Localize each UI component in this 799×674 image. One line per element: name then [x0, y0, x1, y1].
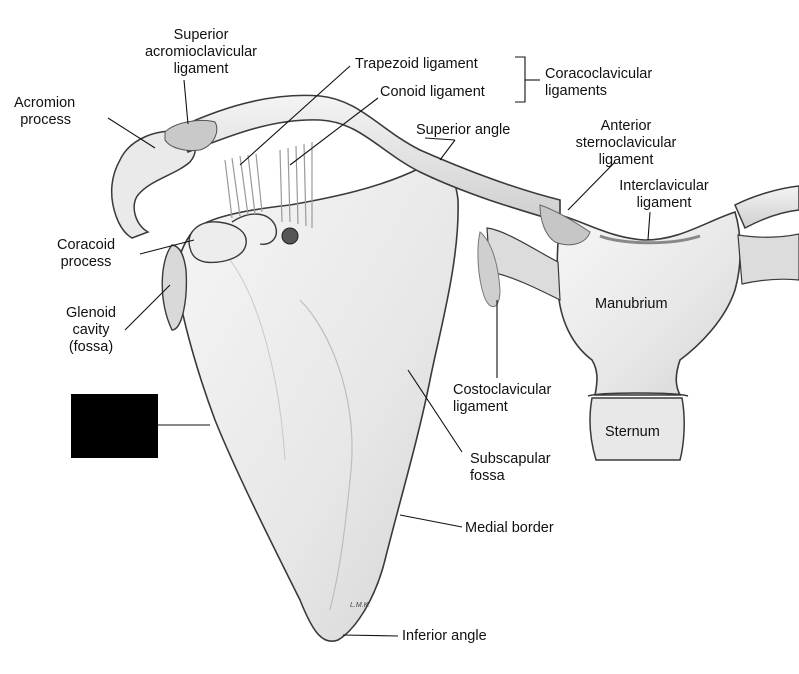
label-trapezoid-ligament: Trapezoid ligament: [355, 56, 478, 72]
artist-signature: L.M.K.: [350, 602, 371, 609]
label-conoid-ligament: Conoid ligament: [380, 84, 485, 100]
label-sternum: Sternum: [605, 424, 660, 440]
label-manubrium: Manubrium: [595, 296, 668, 312]
label-inferior-angle: Inferior angle: [402, 628, 487, 644]
label-costoclavicular-ligament: Costoclavicular ligament: [453, 382, 552, 415]
label-superior-angle: Superior angle: [416, 122, 511, 138]
label-coracoclavicular-ligaments: Coracoclavicular ligaments: [545, 66, 653, 99]
label-subscapular-fossa: Subscapular fossa: [470, 451, 551, 484]
coracoclavicular-ligament-fibers: [224, 142, 313, 228]
coracoid-neck: [231, 213, 277, 245]
superior-acromioclavicular-ligament-shape: [164, 119, 218, 151]
interclavicular-ligament-shape: [599, 234, 701, 245]
leader-lines: [107, 56, 651, 637]
first-rib-left: [486, 227, 561, 301]
costoclavicular-ligament-shape: [477, 231, 501, 307]
scapula: [176, 164, 459, 642]
sternal-angle: [587, 392, 689, 397]
clavicle: [176, 94, 561, 224]
sternum-bone: [589, 397, 685, 461]
label-anterior-sternoclavicular-ligament: Anterior sternoclavicular ligament: [575, 118, 677, 168]
sternoclavicular-ligament-shape: [539, 204, 591, 246]
label-glenoid-cavity: Glenoid cavity (fossa): [66, 305, 116, 355]
redaction-box: [71, 394, 158, 458]
label-superior-acromioclavicular-ligament: Superior acromioclavicular ligament: [144, 27, 257, 77]
label-interclavicular-ligament: Interclavicular ligament: [619, 178, 709, 211]
right-clavicle: [734, 185, 799, 230]
subscapular-fossa-shading: [299, 299, 353, 611]
label-coracoid-process: Coracoid process: [56, 237, 116, 270]
label-medial-border: Medial border: [465, 520, 554, 536]
coracoid: [188, 221, 247, 264]
manubrium-bone: [556, 210, 741, 396]
glenoid: [161, 244, 188, 331]
suprascapular-notch: [281, 227, 299, 245]
first-rib-right: [737, 233, 799, 285]
label-acromion-process: Acromion process: [14, 95, 76, 128]
scapula-ridge: [229, 259, 286, 461]
